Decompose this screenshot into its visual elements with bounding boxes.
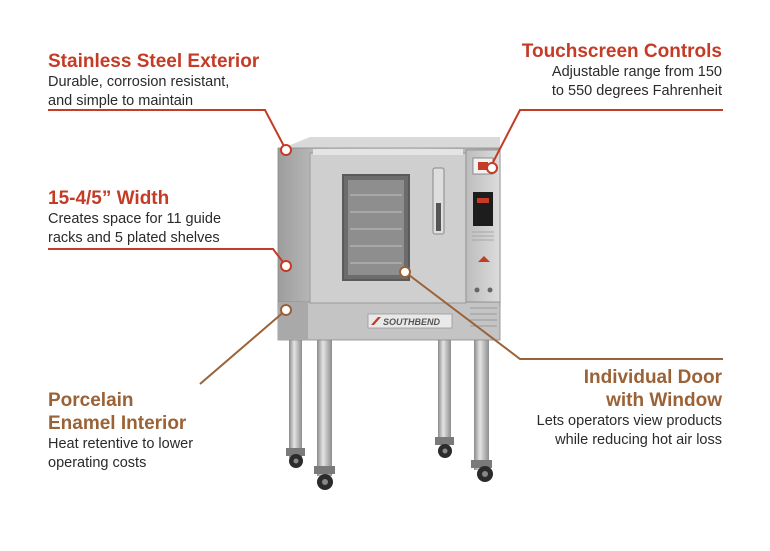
width-desc-line1: Creates space for 11 guide <box>48 211 222 227</box>
width-desc-line2: racks and 5 plated shelves <box>48 230 220 246</box>
exterior-leader-line <box>48 109 287 151</box>
door-leader-line <box>404 271 723 360</box>
exterior-title: Stainless Steel Exterior <box>48 51 260 72</box>
exterior-desc-line1: Durable, corrosion resistant, <box>48 74 230 90</box>
width-marker-dot <box>280 260 292 272</box>
door-desc-line2: while reducing hot air loss <box>555 432 722 448</box>
callout-controls: Touchscreen Controls Adjustable range fr… <box>522 40 722 101</box>
callout-width: 15-4/5” Width Creates space for 11 guide… <box>48 187 221 248</box>
controls-marker-dot <box>486 162 498 174</box>
exterior-desc-line2: and simple to maintain <box>48 93 194 109</box>
door-desc-line1: Lets operators view products <box>536 413 722 429</box>
exterior-marker-dot <box>280 144 292 156</box>
brand-logo-mark <box>371 317 381 325</box>
interior-title-line1: Porcelain <box>48 390 134 411</box>
door-title-line1: Individual Door <box>583 367 722 388</box>
width-leader-line <box>48 248 287 267</box>
interior-desc-line1: Heat retentive to lower <box>48 436 194 452</box>
brand-name: SOUTHBEND <box>383 317 441 327</box>
callout-door: Individual Door with Window Lets operato… <box>537 366 722 450</box>
interior-desc-line2: operating costs <box>48 455 147 471</box>
interior-marker-dot <box>280 304 292 316</box>
door-marker-dot <box>399 266 411 278</box>
control-panel <box>465 149 501 303</box>
controls-desc-line1: Adjustable range from 150 <box>551 64 722 80</box>
callout-interior: Porcelain Enamel Interior Heat retentive… <box>48 389 193 473</box>
controls-desc-line2: to 550 degrees Fahrenheit <box>551 83 722 99</box>
interior-leader-line <box>199 309 287 385</box>
oven-casters <box>286 437 493 490</box>
controls-title: Touchscreen Controls <box>521 41 722 62</box>
oven-legs <box>289 330 489 476</box>
interior-title-line2: Enamel Interior <box>48 413 187 434</box>
brand-plate <box>367 313 453 329</box>
callout-exterior: Stainless Steel Exterior Durable, corros… <box>48 50 259 111</box>
door-title-line2: with Window <box>606 390 722 411</box>
width-title: 15-4/5” Width <box>48 188 170 209</box>
controls-leader-line <box>489 109 723 169</box>
oven-door <box>309 149 467 304</box>
